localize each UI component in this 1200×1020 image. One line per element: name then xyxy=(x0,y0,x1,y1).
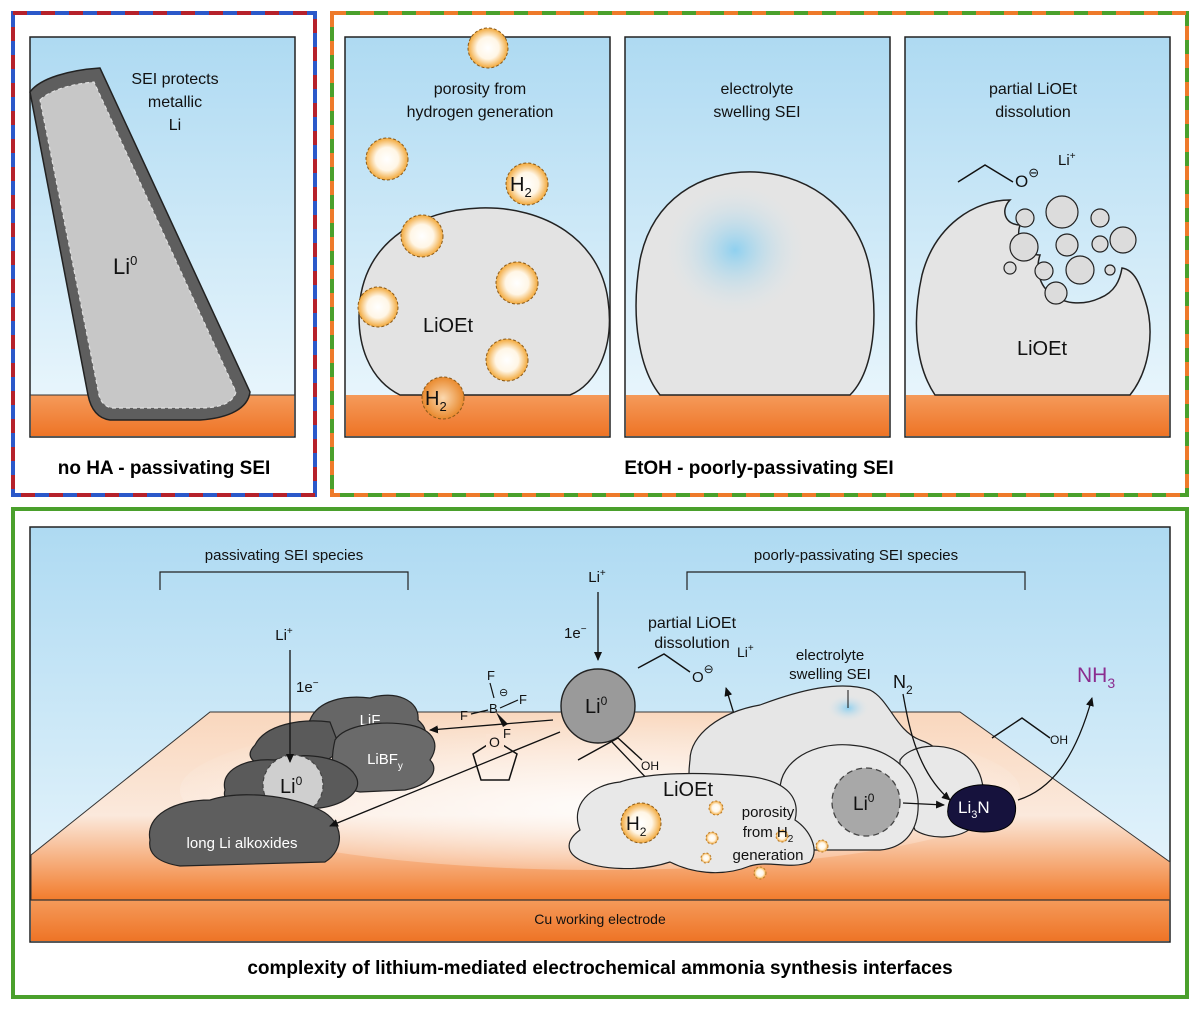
bf4-b: B xyxy=(489,701,498,716)
oh-label: OH xyxy=(1050,733,1068,747)
dissolution-pits xyxy=(1003,195,1137,305)
lioet-label: LiOEt xyxy=(663,779,713,801)
porosity-line-2: from H2 xyxy=(743,824,794,845)
li-plus-label: Li+ xyxy=(275,626,293,644)
lithium-nucleus xyxy=(831,767,901,837)
h2-bubble xyxy=(505,162,549,206)
note-line-2: metallic xyxy=(148,94,202,111)
li-plus-label: Li+ xyxy=(1058,151,1076,169)
panel-a-caption: no HA - passivating SEI xyxy=(58,458,271,479)
li3n-label: Li3N xyxy=(958,798,990,821)
lithium-sphere xyxy=(560,668,636,744)
libf-label: LiBFy xyxy=(367,751,403,772)
bf4-f-right: F xyxy=(519,692,527,707)
poorly-passivating-species: electrolyte swelling SEI Li0 LiOEt H2 po… xyxy=(568,647,1115,880)
panel-b-caption: EtOH - poorly-passivating SEI xyxy=(624,458,893,479)
li-plus-label: Li+ xyxy=(737,643,754,660)
dissolution-line-1: partial LiOEt xyxy=(989,81,1078,98)
li0-label: Li0 xyxy=(853,791,875,815)
alkoxide-label: long Li alkoxides xyxy=(187,835,298,852)
porosity-line-2: hydrogen generation xyxy=(407,104,554,121)
bf4-f-bottom: F xyxy=(503,726,511,741)
h2-bubble xyxy=(495,261,539,305)
panel-no-ha: SEI protects metallic Li Li0 no HA - pas… xyxy=(11,11,317,497)
dissolution-line-2: dissolution xyxy=(995,104,1071,121)
arrow-to-lif xyxy=(429,719,554,734)
electrode-label: Cu working electrode xyxy=(534,911,666,927)
thf-o: O xyxy=(489,734,500,750)
h2-label: H2 xyxy=(510,174,532,200)
ethanol-skeleton xyxy=(991,717,1051,739)
li-to-li3n-arrow xyxy=(902,800,945,809)
partial-line-2: dissolution xyxy=(654,635,730,652)
panel-c-caption: complexity of lithium-mediated electroch… xyxy=(247,958,952,979)
nh3-arrow xyxy=(1017,697,1094,801)
swelling-line-1: electrolyte xyxy=(721,81,794,98)
h2-bubble xyxy=(421,376,465,420)
h2-bubble xyxy=(485,338,529,382)
pore-bubbles xyxy=(700,800,829,880)
lioet-label: LiOEt xyxy=(1017,338,1067,360)
arrow-to-alkoxides xyxy=(329,731,561,827)
n2-label: N2 xyxy=(893,672,913,697)
one-electron-label: 1e− xyxy=(296,678,319,696)
poorly-header: poorly-passivating SEI species xyxy=(754,547,958,564)
li0-label: Li0 xyxy=(280,774,303,798)
note-line-1: SEI protects xyxy=(131,71,218,88)
li3n-particle xyxy=(947,784,1017,833)
h2-label: H2 xyxy=(425,388,447,414)
ethoxide-o: O⊖ xyxy=(1015,165,1039,191)
h2-bubble xyxy=(357,286,399,328)
note-line-3: Li xyxy=(169,117,181,134)
one-electron-label: 1e− xyxy=(564,624,587,642)
passivating-bracket xyxy=(159,571,409,590)
lithium-metal xyxy=(39,81,237,409)
h2-bubble xyxy=(400,214,444,258)
panel-etoh: porosity from hydrogen generation LiOEt … xyxy=(330,11,1189,497)
ethoxide-skeleton xyxy=(957,164,1014,183)
ethoxide-skeleton xyxy=(637,653,691,673)
frame-red-dash xyxy=(11,11,317,497)
swelling-line-2: swelling SEI xyxy=(789,666,871,683)
swelling-line-2: swelling SEI xyxy=(713,104,800,121)
passivating-header: passivating SEI species xyxy=(205,547,363,564)
passivating-species: LiF LiBFy Li0 long Li alkoxides Li+ 1e− xyxy=(148,626,436,867)
li0-label: Li0 xyxy=(585,694,608,718)
subpanel-porosity: porosity from hydrogen generation LiOEt … xyxy=(344,27,611,438)
ethanol-skeleton xyxy=(577,737,643,761)
panel-complexity: Cu working electrode passivating SEI spe… xyxy=(11,507,1189,999)
oh-label: OH xyxy=(641,759,659,773)
alkoxide-flake xyxy=(148,794,340,867)
frame-orange-dash xyxy=(330,11,1189,497)
porosity-line-3: generation xyxy=(733,847,804,864)
cu-electrode xyxy=(31,900,1169,941)
porosity-line-1: porosity from xyxy=(434,81,526,98)
h2-bubble xyxy=(620,802,662,844)
n2-arrow xyxy=(902,693,951,801)
central-lithium: Li+ 1e− Li0 OH xyxy=(329,568,659,827)
li-metal-label: Li0 xyxy=(113,253,137,279)
bf4-anion: F B ⊖ F F F xyxy=(460,668,527,741)
nh3-label: NH3 xyxy=(1077,664,1115,691)
h2-label: H2 xyxy=(626,814,647,839)
h2-bubble xyxy=(365,137,409,181)
subpanel-dissolution: partial LiOEt dissolution O⊖ Li+ LiOEt xyxy=(904,36,1171,438)
partial-line-1: partial LiOEt xyxy=(648,615,737,632)
ethoxide-o: O⊖ xyxy=(692,662,714,686)
h2-bubble xyxy=(467,27,509,69)
bf4-f-top: F xyxy=(487,668,495,683)
bf4-charge: ⊖ xyxy=(499,687,508,699)
bf4-f-left: F xyxy=(460,708,468,723)
lioet-grain xyxy=(568,772,815,874)
subpanel-swelling: electrolyte swelling SEI xyxy=(624,36,891,438)
swelling-line-1: electrolyte xyxy=(796,647,864,664)
thf-molecule: O xyxy=(472,734,518,781)
li-plus-label: Li+ xyxy=(588,568,606,586)
frame-green-bottom xyxy=(11,507,1189,999)
electrolyte-swelling xyxy=(660,180,810,320)
poorly-bracket xyxy=(686,571,1026,590)
lioet-label: LiOEt xyxy=(423,315,473,337)
porosity-line-1: porosity xyxy=(742,804,795,821)
